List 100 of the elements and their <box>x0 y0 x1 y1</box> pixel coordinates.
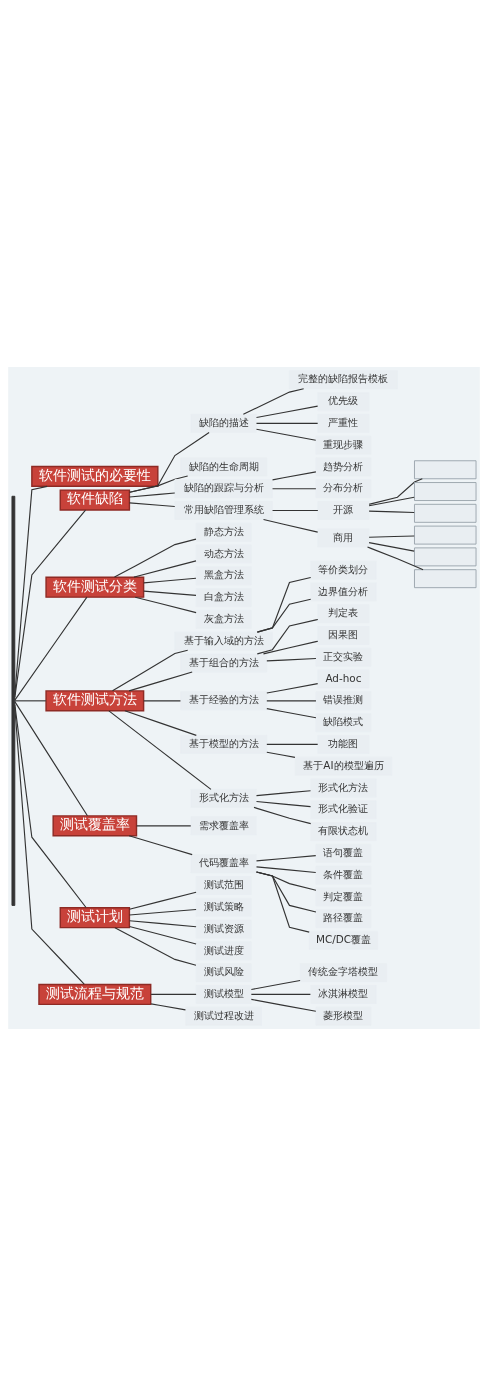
connector <box>128 502 176 508</box>
connector <box>128 908 197 916</box>
node-text: 缺陷的描述 <box>198 416 249 428</box>
node-text: 商用 <box>333 530 354 543</box>
connector <box>112 649 189 692</box>
connector <box>14 485 48 696</box>
node-text: 基于经验的方法 <box>188 693 259 706</box>
node-box <box>414 482 477 501</box>
connector <box>114 927 197 966</box>
connector <box>150 1003 187 1011</box>
node-box: 缺陷的跟踪与分析 <box>174 479 273 499</box>
connector <box>14 701 88 817</box>
node-box: 基于模型的方法 <box>180 734 268 754</box>
connector <box>255 428 317 441</box>
connector <box>253 806 312 825</box>
node-text: 完整的缺陷报告模板 <box>298 372 389 385</box>
node-text: 等价类划分 <box>318 562 369 575</box>
connector <box>255 790 312 797</box>
connector <box>255 855 317 862</box>
node-text: 冰淇淋模型 <box>318 987 369 1000</box>
node-box: 有限状态机 <box>310 822 377 841</box>
node-text: 测试模型 <box>203 987 244 1000</box>
node-box <box>414 460 477 480</box>
connector <box>129 475 189 493</box>
node-bar <box>11 495 16 906</box>
connector <box>256 618 319 655</box>
node-box: 黑盒方法 <box>195 566 252 586</box>
node-text: 重现步骤 <box>323 437 364 450</box>
connector <box>14 596 88 701</box>
node-box: 测试过程改进 <box>185 1006 262 1026</box>
connector <box>143 590 197 596</box>
connector <box>124 710 197 736</box>
connector <box>255 405 319 419</box>
connector <box>250 998 317 1012</box>
connector <box>368 510 415 514</box>
connector <box>368 496 415 507</box>
node-box: 测试流程与规范 <box>38 983 152 1006</box>
node-box: 缺陷的生命周期 <box>180 457 268 477</box>
connector <box>266 700 317 702</box>
connector <box>262 518 319 533</box>
connector <box>14 706 85 985</box>
node-box <box>414 547 477 567</box>
connector <box>266 657 317 662</box>
node-box: 软件测试的必要性 <box>31 465 159 488</box>
node-box: 趋势分析 <box>315 457 372 477</box>
connector <box>108 710 212 790</box>
connector <box>143 577 197 584</box>
node-text: 语句覆盖 <box>323 845 364 858</box>
connector <box>136 825 192 827</box>
connector <box>128 671 193 692</box>
node-box: 软件缺陷 <box>59 489 131 511</box>
node-text: 因果图 <box>328 628 359 641</box>
connector <box>266 708 317 719</box>
connector <box>128 891 197 910</box>
connector <box>113 538 197 578</box>
node-box: 常用缺陷管理系统 <box>174 501 273 520</box>
connector <box>14 700 47 702</box>
connector <box>128 835 193 856</box>
node-text: 测试风险 <box>203 965 244 978</box>
node-text: 动态方法 <box>203 546 244 559</box>
connector <box>143 700 182 702</box>
node-text: 严重性 <box>328 416 359 428</box>
node-box: 软件测试分类 <box>45 576 145 598</box>
connector <box>250 979 301 991</box>
node-text: 错误推测 <box>323 693 364 706</box>
connector <box>255 871 310 933</box>
node-text: 分布分析 <box>323 481 364 494</box>
connector <box>266 743 319 745</box>
connector <box>128 920 197 928</box>
node-box: 功能图 <box>317 734 370 754</box>
node-text: 静态方法 <box>203 524 244 537</box>
connector <box>271 471 317 481</box>
node-box: 软件测试方法 <box>45 690 145 712</box>
connector <box>368 542 415 552</box>
node-box: 形式化验证 <box>310 800 377 820</box>
node-box <box>414 525 477 545</box>
connector <box>255 866 317 874</box>
node-box <box>414 569 477 589</box>
connector <box>250 993 311 995</box>
node-text: 传统金字塔模型 <box>308 965 379 978</box>
connector <box>368 478 423 505</box>
node-box: 测试计划 <box>59 907 131 929</box>
connector <box>266 751 296 758</box>
node-box: 优先级 <box>317 392 370 412</box>
node-text: 路径覆盖 <box>323 911 364 924</box>
node-text: 边界值分析 <box>318 584 369 597</box>
connector <box>129 431 210 493</box>
connector <box>256 598 312 633</box>
node-box: 开源 <box>317 501 370 520</box>
connector <box>271 509 319 512</box>
connector <box>14 509 87 698</box>
node-text: 判定覆盖 <box>323 889 364 902</box>
connector <box>14 704 87 909</box>
node-box: 测试覆盖率 <box>52 815 138 837</box>
node-text: 需求覆盖率 <box>198 818 249 831</box>
node-text: 测试范围 <box>203 878 244 891</box>
connector <box>255 422 319 424</box>
node-text: 判定表 <box>328 606 359 619</box>
connector <box>256 576 312 633</box>
node-box: 基于AI的模型遍历 <box>294 756 393 776</box>
